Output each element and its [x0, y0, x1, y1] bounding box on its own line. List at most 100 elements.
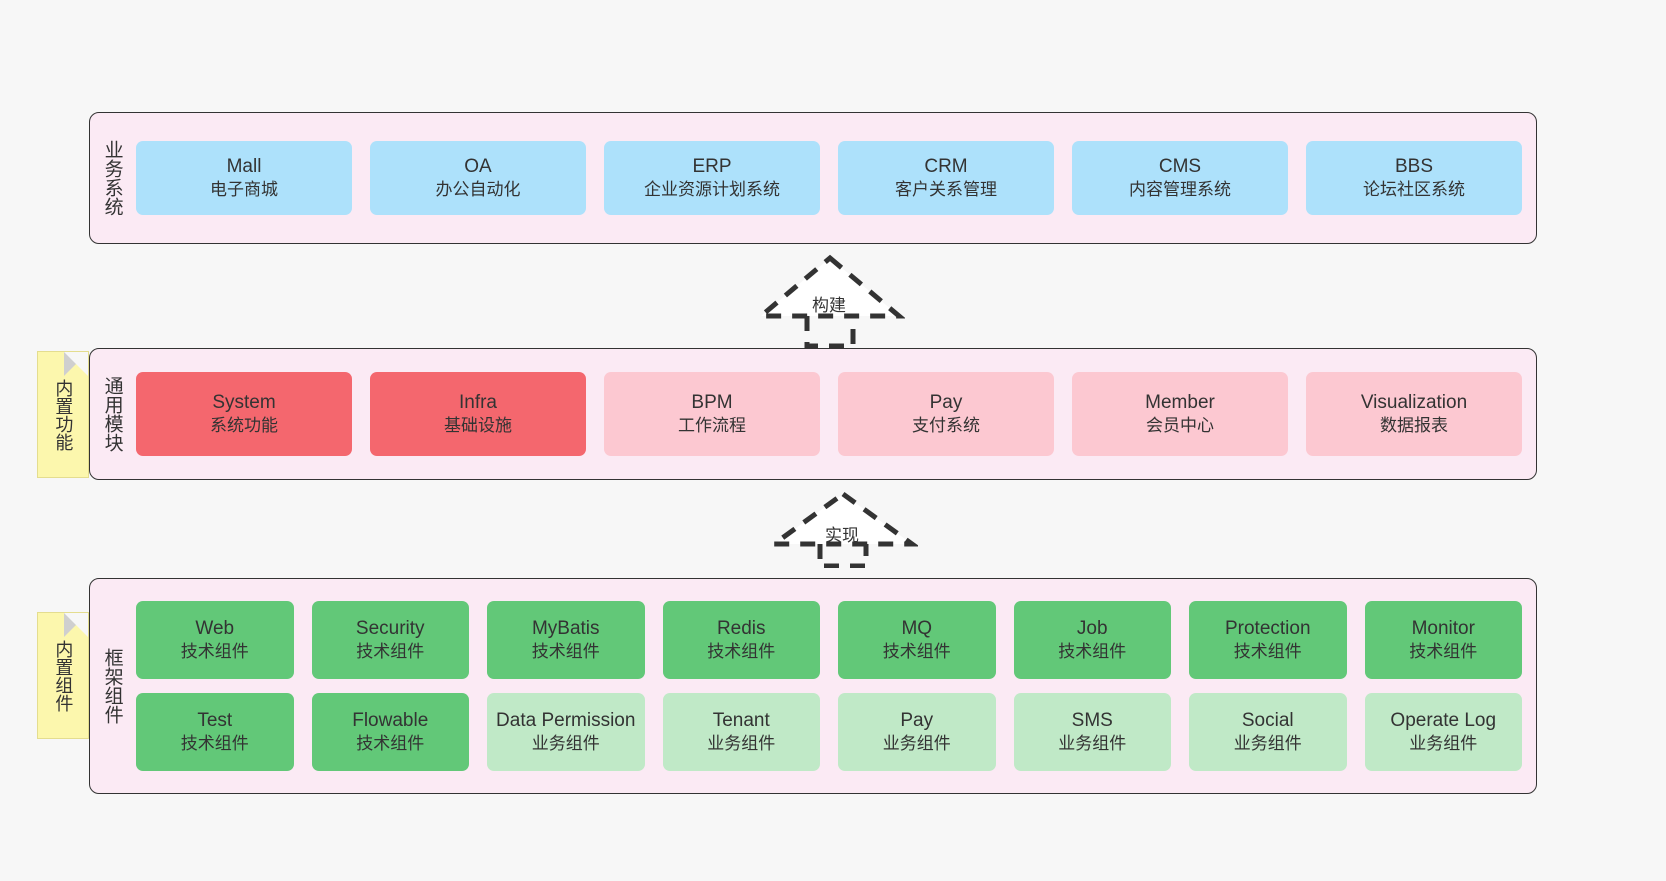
card-title: Job: [1076, 618, 1108, 640]
card-title: Flowable: [352, 710, 429, 732]
card-data-permission[interactable]: Data Permission 业务组件: [487, 693, 645, 771]
card-mall[interactable]: Mall 电子商城: [136, 141, 352, 215]
card-subtitle: 技术组件: [531, 642, 600, 662]
card-subtitle: 业务组件: [1058, 734, 1127, 754]
card-subtitle: 技术组件: [356, 642, 425, 662]
card-web[interactable]: Web 技术组件: [136, 601, 294, 679]
layer-common-modules: 通用模块 System 系统功能 Infra 基础设施 BPM 工作流程 Pay…: [89, 348, 1537, 480]
card-subtitle: 系统功能: [210, 416, 278, 436]
card-title: Tenant: [712, 710, 770, 732]
card-oa[interactable]: OA 办公自动化: [370, 141, 586, 215]
card-subtitle: 业务组件: [1233, 734, 1302, 754]
card-title: Social: [1241, 710, 1294, 732]
card-subtitle: 内容管理系统: [1129, 180, 1231, 200]
note-text: 内置功能: [53, 378, 74, 451]
card-flowable[interactable]: Flowable 技术组件: [311, 693, 469, 771]
card-subtitle: 技术组件: [1409, 642, 1478, 662]
card-title: Member: [1145, 392, 1215, 414]
card-operate-log[interactable]: Operate Log 业务组件: [1364, 693, 1522, 771]
card-visualization[interactable]: Visualization 数据报表: [1306, 372, 1522, 456]
card-title: Redis: [716, 618, 766, 640]
card-subtitle: 论坛社区系统: [1363, 180, 1465, 200]
card-title: OA: [464, 156, 492, 178]
card-title: BPM: [691, 392, 733, 414]
layer-title-business-system: 业务系统: [101, 140, 123, 216]
card-title: Protection: [1224, 618, 1311, 640]
card-subtitle: 技术组件: [180, 734, 249, 754]
layer-title-framework-components: 框架组件: [101, 648, 123, 724]
card-title: Test: [197, 710, 233, 732]
card-title: BBS: [1394, 156, 1434, 178]
card-bbs[interactable]: BBS 论坛社区系统: [1306, 141, 1522, 215]
card-title: Security: [355, 618, 425, 640]
card-title: Visualization: [1360, 392, 1468, 414]
card-subtitle: 技术组件: [1058, 642, 1127, 662]
card-title: CMS: [1158, 156, 1202, 178]
card-title: Pay: [900, 710, 934, 732]
card-erp[interactable]: ERP 企业资源计划系统: [604, 141, 820, 215]
layer-body-business-system: Mall 电子商城 OA 办公自动化 ERP 企业资源计划系统 CRM 客户关系…: [134, 113, 1536, 243]
connector-label-build: 构建: [812, 296, 846, 315]
card-subtitle: 客户关系管理: [895, 180, 997, 200]
layer-framework-components: 框架组件 Web 技术组件 Security 技术组件 MyBatis 技术组件…: [89, 578, 1537, 794]
card-title: SMS: [1071, 710, 1113, 732]
card-sms[interactable]: SMS 业务组件: [1013, 693, 1171, 771]
card-title: Mall: [226, 156, 262, 178]
card-mq[interactable]: MQ 技术组件: [838, 601, 996, 679]
card-subtitle: 业务组件: [882, 734, 951, 754]
card-subtitle: 技术组件: [882, 642, 951, 662]
card-subtitle: 技术组件: [1233, 642, 1302, 662]
card-title: MQ: [901, 618, 933, 640]
card-subtitle: 技术组件: [356, 734, 425, 754]
card-cms[interactable]: CMS 内容管理系统: [1072, 141, 1288, 215]
layer-body-framework-components: Web 技术组件 Security 技术组件 MyBatis 技术组件 Redi…: [134, 579, 1536, 793]
connector-label-implement: 实现: [825, 526, 859, 545]
card-title: Infra: [458, 392, 498, 414]
card-subtitle: 会员中心: [1146, 416, 1214, 436]
card-job[interactable]: Job 技术组件: [1013, 601, 1171, 679]
card-pay-component[interactable]: Pay 业务组件: [838, 693, 996, 771]
card-subtitle: 工作流程: [678, 416, 746, 436]
card-title: MyBatis: [531, 618, 600, 640]
card-subtitle: 基础设施: [444, 416, 512, 436]
card-subtitle: 支付系统: [912, 416, 980, 436]
card-subtitle: 业务组件: [531, 734, 600, 754]
card-title: Web: [195, 618, 235, 640]
card-subtitle: 业务组件: [1409, 734, 1478, 754]
card-monitor[interactable]: Monitor 技术组件: [1364, 601, 1522, 679]
layer-business-system: 业务系统 Mall 电子商城 OA 办公自动化 ERP 企业资源计划系统 CRM…: [89, 112, 1537, 244]
card-mybatis[interactable]: MyBatis 技术组件: [487, 601, 645, 679]
card-title: Pay: [929, 392, 963, 414]
card-crm[interactable]: CRM 客户关系管理: [838, 141, 1054, 215]
card-title: Operate Log: [1390, 710, 1497, 732]
card-subtitle: 数据报表: [1380, 416, 1448, 436]
card-bpm[interactable]: BPM 工作流程: [604, 372, 820, 456]
card-title: System: [212, 392, 276, 414]
card-redis[interactable]: Redis 技术组件: [662, 601, 820, 679]
card-row: Test 技术组件 Flowable 技术组件 Data Permission …: [136, 693, 1522, 771]
card-title: CRM: [924, 156, 968, 178]
card-subtitle: 技术组件: [707, 642, 776, 662]
card-row: System 系统功能 Infra 基础设施 BPM 工作流程 Pay 支付系统…: [136, 372, 1522, 456]
card-title: Monitor: [1411, 618, 1475, 640]
card-subtitle: 技术组件: [180, 642, 249, 662]
card-row: Mall 电子商城 OA 办公自动化 ERP 企业资源计划系统 CRM 客户关系…: [136, 141, 1522, 215]
card-subtitle: 办公自动化: [435, 180, 521, 200]
card-subtitle: 业务组件: [707, 734, 776, 754]
card-protection[interactable]: Protection 技术组件: [1189, 601, 1347, 679]
card-row: Web 技术组件 Security 技术组件 MyBatis 技术组件 Redi…: [136, 601, 1522, 679]
card-system[interactable]: System 系统功能: [136, 372, 352, 456]
card-pay[interactable]: Pay 支付系统: [838, 372, 1054, 456]
card-tenant[interactable]: Tenant 业务组件: [662, 693, 820, 771]
card-infra[interactable]: Infra 基础设施: [370, 372, 586, 456]
card-social[interactable]: Social 业务组件: [1189, 693, 1347, 771]
card-member[interactable]: Member 会员中心: [1072, 372, 1288, 456]
note-builtin-features: 内置功能: [37, 351, 89, 478]
card-security[interactable]: Security 技术组件: [311, 601, 469, 679]
card-subtitle: 企业资源计划系统: [644, 180, 780, 200]
card-subtitle: 电子商城: [210, 180, 278, 200]
card-test[interactable]: Test 技术组件: [136, 693, 294, 771]
note-builtin-components: 内置组件: [37, 612, 89, 739]
card-title: ERP: [692, 156, 732, 178]
